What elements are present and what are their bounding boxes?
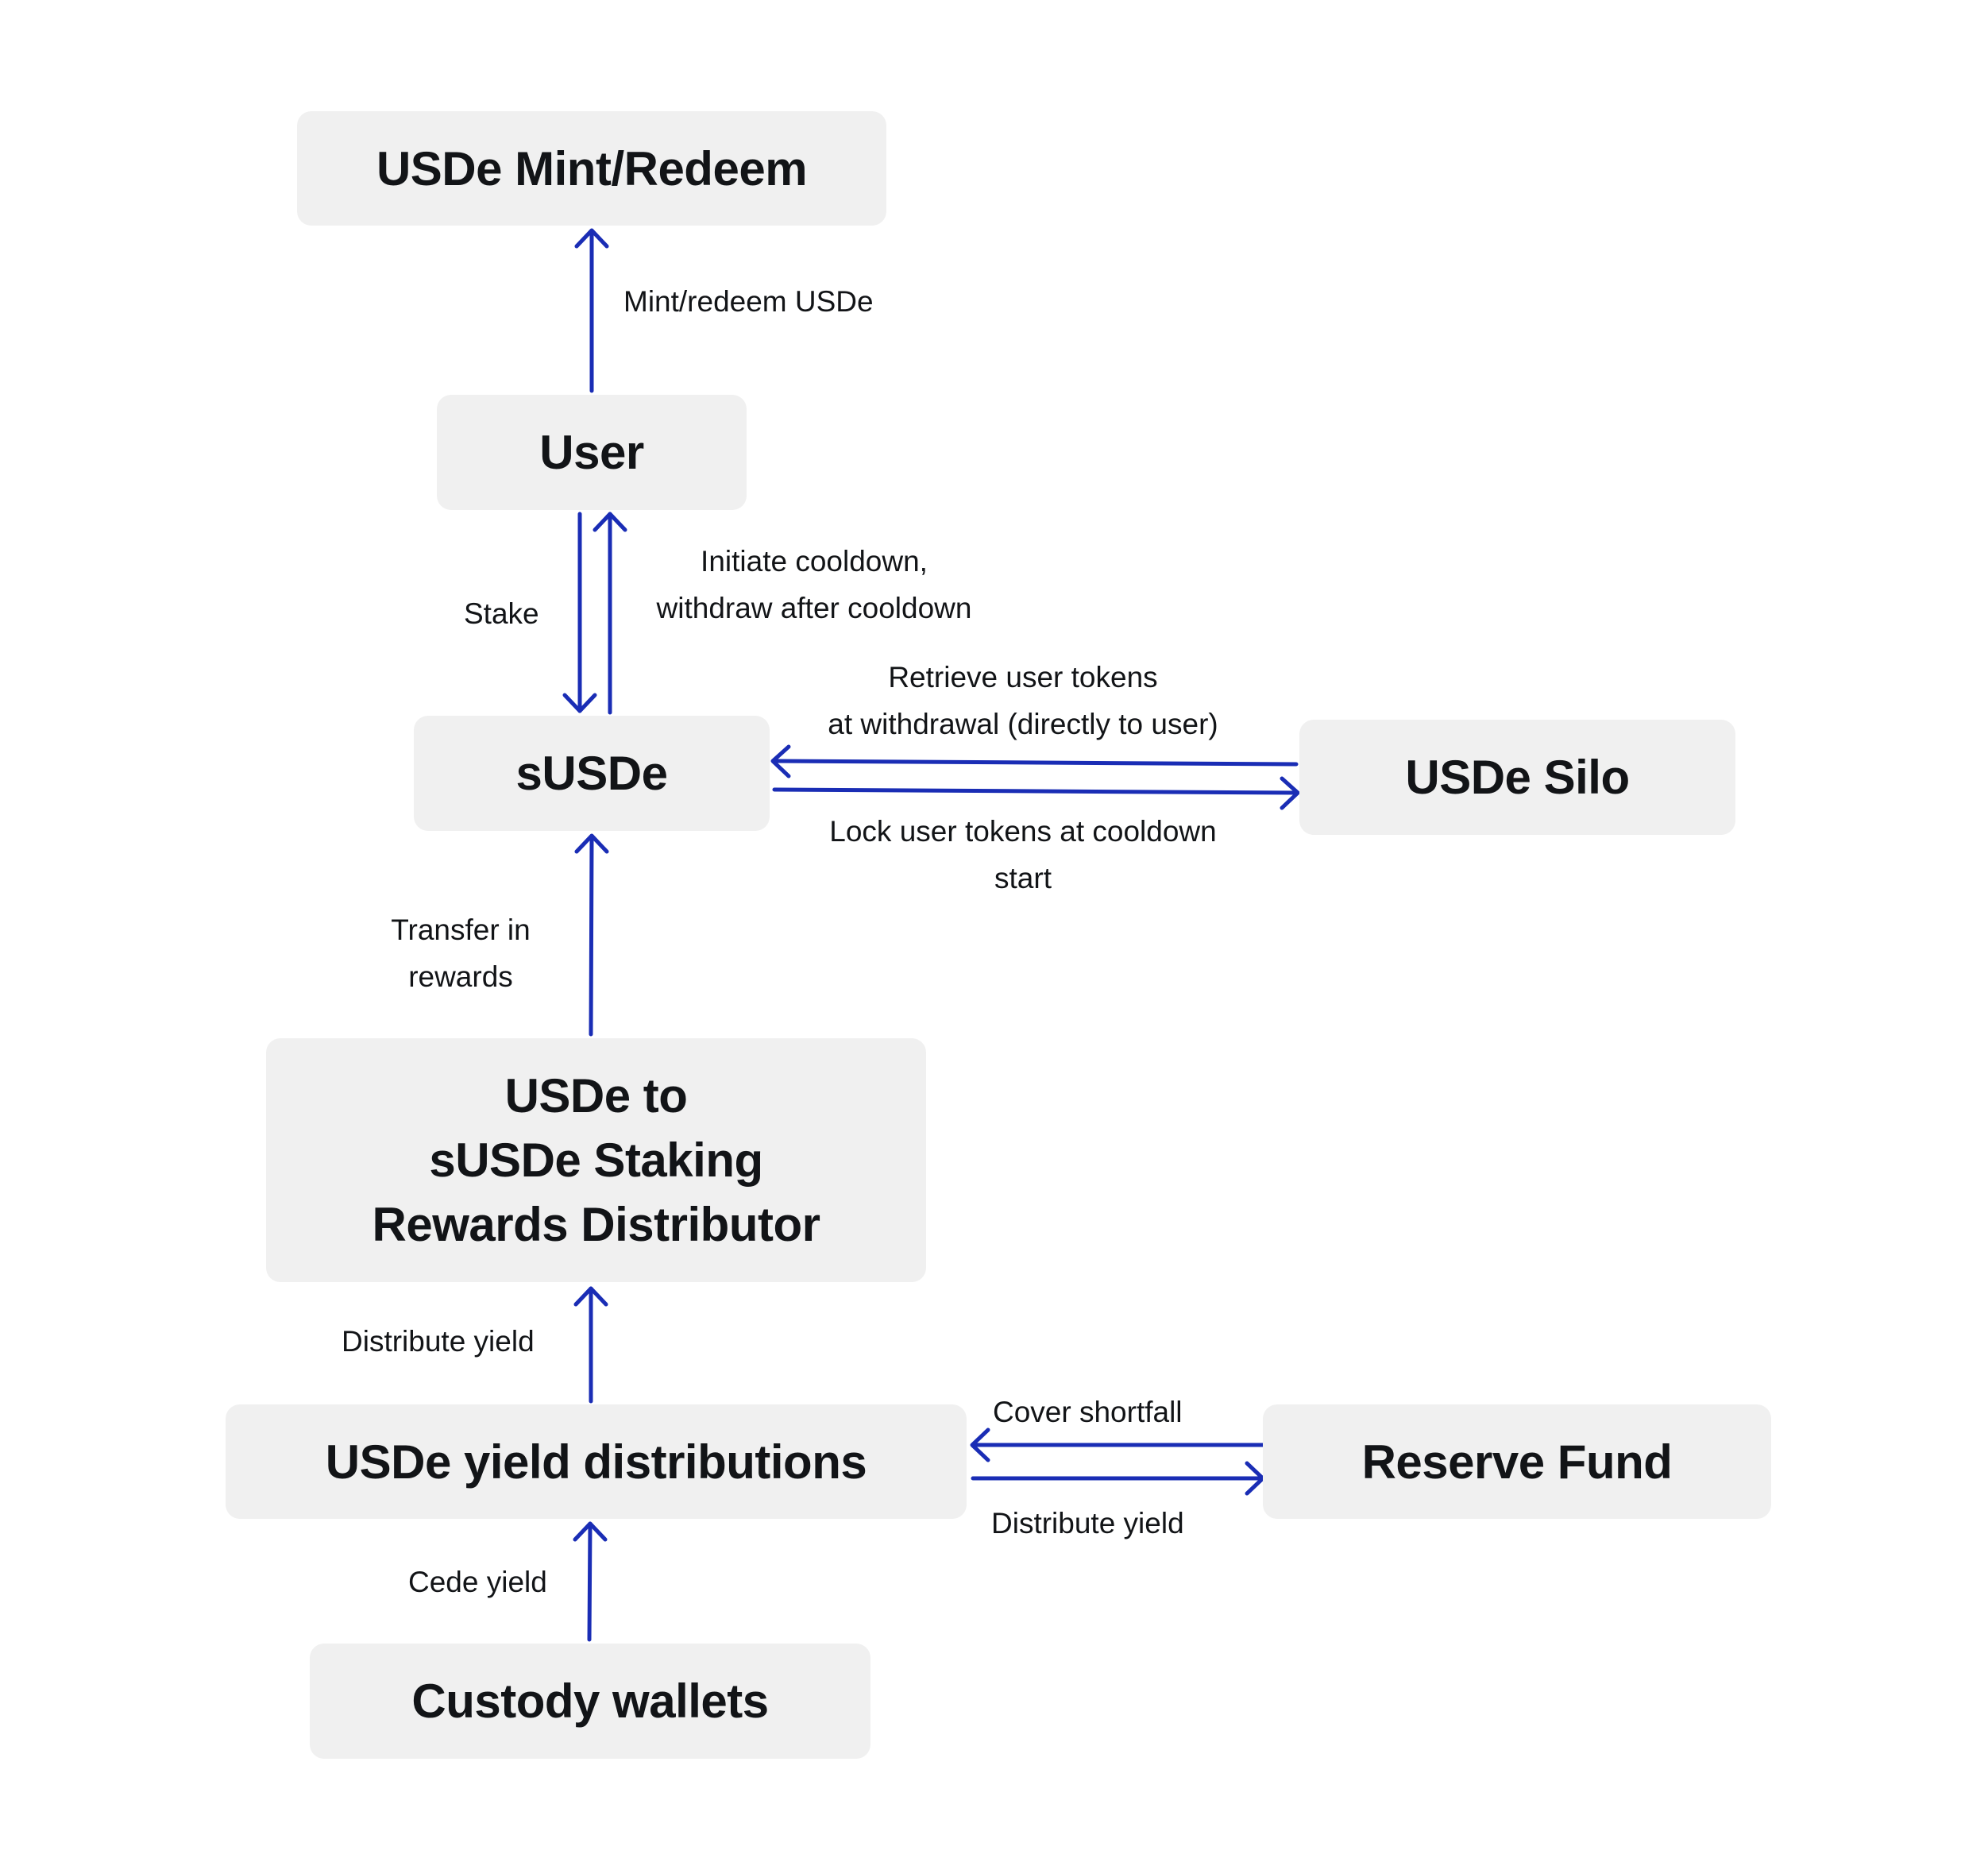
edge-label-line: at withdrawal (directly to user) <box>828 708 1218 740</box>
arrow-mint-redeem <box>574 228 609 393</box>
edge-label-line: withdraw after cooldown <box>656 592 972 624</box>
node-usde-yield-distributions: USDe yield distributions <box>226 1404 967 1519</box>
edge-label-line: Transfer in <box>391 914 531 946</box>
arrow-cover-shortfall <box>970 1427 1265 1462</box>
node-reserve-fund: Reserve Fund <box>1263 1404 1771 1519</box>
edge-label-distribute-yield-reserve: Distribute yield <box>991 1507 1184 1539</box>
edge-label-line: start <box>994 862 1052 894</box>
node-label: sUSDe <box>515 747 668 800</box>
edge-label-stake: Stake <box>464 597 539 630</box>
arrow-transfer-rewards <box>574 833 609 1037</box>
arrow-stake <box>562 512 597 713</box>
edge-label-cooldown: Initiate cooldown, withdraw after cooldo… <box>627 538 1001 632</box>
edge-label-line: Initiate cooldown, <box>701 545 928 578</box>
edge-label-line: rewards <box>408 960 513 993</box>
node-label: Custody wallets <box>411 1675 769 1728</box>
node-label: USDe Silo <box>1405 751 1630 804</box>
edge-label-line: Lock user tokens at cooldown <box>829 815 1217 848</box>
node-label: USDe yield distributions <box>325 1435 867 1489</box>
node-user: User <box>437 395 747 510</box>
arrow-lock <box>772 776 1300 810</box>
arrow-retrieve <box>770 744 1299 778</box>
edge-label-distribute-yield-up: Distribute yield <box>342 1325 535 1358</box>
edge-label-transfer-rewards: Transfer in rewards <box>373 906 548 1000</box>
node-custody-wallets: Custody wallets <box>310 1644 870 1759</box>
node-label-line: sUSDe Staking <box>429 1134 763 1187</box>
arrow-cooldown <box>593 512 627 715</box>
arrow-distribute-yield-reserve <box>971 1461 1265 1496</box>
edge-label-line: Retrieve user tokens <box>888 661 1158 693</box>
node-usde-silo: USDe Silo <box>1299 720 1735 835</box>
edge-label-retrieve: Retrieve user tokens at withdrawal (dire… <box>794 654 1252 748</box>
edge-label-cover-shortfall: Cover shortfall <box>993 1396 1183 1428</box>
node-label: Reserve Fund <box>1361 1435 1673 1489</box>
node-label: User <box>539 426 644 479</box>
node-label-line: USDe to <box>504 1069 688 1122</box>
node-susde: sUSDe <box>414 716 770 831</box>
edge-label-cede-yield: Cede yield <box>408 1566 547 1598</box>
node-usde-mint-redeem: USDe Mint/Redeem <box>297 111 886 226</box>
arrow-cede-yield <box>573 1521 608 1642</box>
edge-label-lock: Lock user tokens at cooldown start <box>794 808 1252 902</box>
node-label: USDe Mint/Redeem <box>376 141 808 195</box>
arrow-distribute-yield-up <box>573 1286 608 1404</box>
node-label-line: Rewards Distributor <box>372 1198 820 1251</box>
edge-label-mint-redeem: Mint/redeem USDe <box>623 285 874 318</box>
node-rewards-distributor: USDe to sUSDe Staking Rewards Distributo… <box>266 1038 926 1282</box>
